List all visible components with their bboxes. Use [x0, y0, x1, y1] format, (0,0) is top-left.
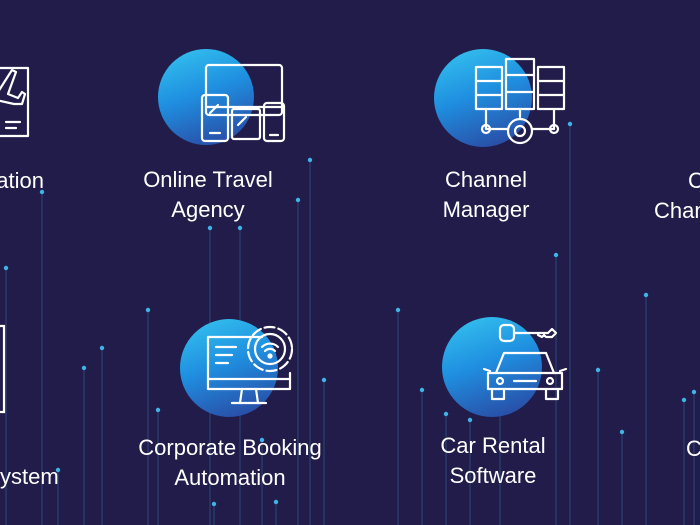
decor-dot [419, 387, 425, 393]
service-tile-partial-right[interactable]: C [680, 420, 700, 480]
service-tile-system-partial[interactable]: ystem [0, 310, 80, 510]
service-label: ation [0, 168, 44, 193]
decor-dot [681, 397, 687, 403]
service-label: Online Travel Agency [143, 167, 273, 222]
decor-dot [295, 197, 301, 203]
decor-dot [259, 437, 265, 443]
service-tile-car-rental-software[interactable]: Car Rental Software [430, 315, 610, 505]
service-label: ystem [0, 464, 59, 489]
decor-dot [443, 411, 449, 417]
service-tile-channel-manager[interactable]: Channel Manager [420, 45, 580, 235]
decor-dot [237, 225, 243, 231]
decor-dot [155, 407, 161, 413]
decor-dot [643, 292, 649, 298]
service-label: Channel Manager [442, 167, 530, 222]
decor-dot [467, 417, 473, 423]
service-tile-reservation[interactable]: ation [0, 0, 120, 230]
decor-dot [211, 501, 217, 507]
decor-dot [273, 499, 279, 505]
service-label: Car Rental Software [440, 433, 546, 488]
decor-dot [145, 307, 151, 313]
decor-dot [81, 365, 87, 371]
decor-dot [567, 121, 573, 127]
decor-dot [691, 389, 697, 395]
panel-icon [0, 324, 6, 414]
service-tile-online-travel-agency[interactable]: Online Travel Agency [128, 45, 288, 235]
service-tile-corporate-booking-automation[interactable]: Corporate Booking Automation [122, 315, 342, 505]
service-label: C [686, 436, 700, 461]
decor-dot [3, 265, 9, 271]
monitor-gear-icon [206, 325, 294, 405]
decor-dot [595, 367, 601, 373]
decor-dot [619, 429, 625, 435]
decor-dot [55, 467, 61, 473]
service-tile-channel-partial[interactable]: C Chan [640, 160, 700, 240]
decor-dot [321, 377, 327, 383]
devices-icon [200, 63, 286, 143]
decor-dot [553, 252, 559, 258]
decor-dot [207, 225, 213, 231]
decor-dot [39, 189, 45, 195]
service-label: C Chan [654, 168, 700, 223]
car-key-icon [482, 323, 568, 401]
service-label: Corporate Booking Automation [138, 435, 322, 490]
decor-dot [395, 307, 401, 313]
servers-gear-icon [474, 57, 566, 145]
decor-dot [307, 157, 313, 163]
airplane-clipboard-icon [0, 66, 30, 138]
decor-dot [99, 345, 105, 351]
